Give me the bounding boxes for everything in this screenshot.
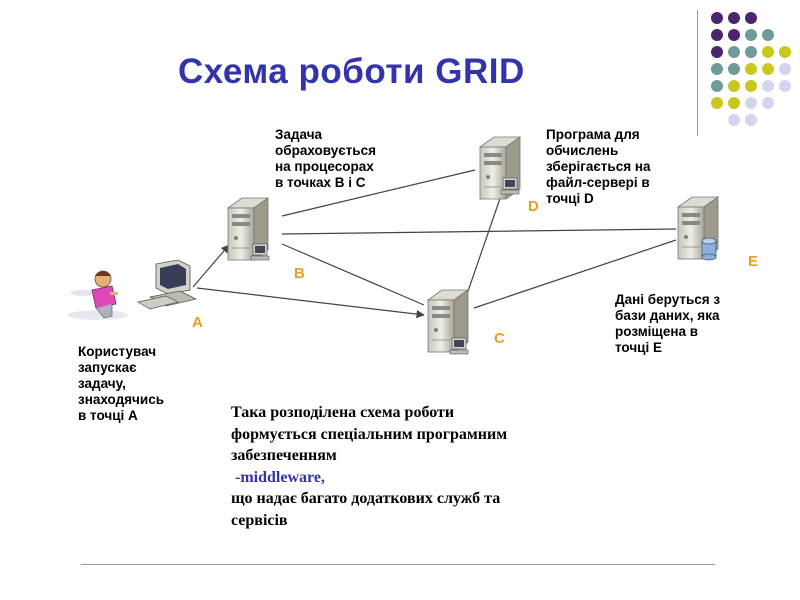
desktop-computer-icon-b (250, 243, 270, 261)
desktop-computer-icon-c (449, 337, 469, 355)
database-icon (701, 237, 717, 261)
edge-a-c (196, 287, 425, 319)
server-icon-d (479, 136, 521, 200)
edge-a-b (192, 244, 230, 288)
point-label-b: B (294, 265, 305, 282)
user-person-icon (68, 270, 128, 320)
description-line-1: Така розподілена схема роботи (231, 404, 455, 421)
decorative-horizontal-rule (81, 564, 715, 565)
decorative-dot-grid (711, 12, 791, 126)
program-annotation: Програма для обчислень зберігається на ф… (546, 127, 651, 206)
slide-title: Схема роботи GRID (178, 52, 525, 91)
decorative-vertical-rule (697, 10, 698, 136)
point-label-e: E (748, 253, 759, 270)
point-label-a: A (192, 314, 203, 331)
point-label-d: D (528, 198, 539, 215)
task-annotation: Задача обраховується на процесорах в точ… (275, 127, 376, 190)
edge-c-d (465, 183, 506, 298)
user-annotation: Користувач запускає задачу, знаходячись … (78, 344, 165, 423)
edge-b-c (281, 243, 425, 306)
edge-c-e (473, 239, 677, 309)
edge-b-d (281, 169, 476, 217)
desktop-computer-icon-d (500, 177, 520, 195)
description-line-6: сервісів (231, 511, 288, 529)
data-annotation: Дані беруться з бази даних, яка розміщен… (615, 292, 721, 355)
description-line-5: що надає багато додаткових служб та (231, 490, 501, 507)
middleware-term: -middleware, (231, 468, 325, 486)
description-line-2: формується спеціальним програмним (231, 425, 508, 443)
edge-b-e (281, 228, 677, 235)
desktop-computer-icon-a (137, 259, 198, 310)
point-label-c: C (494, 330, 505, 347)
middleware-description: Така розподілена схема роботи формується… (231, 402, 611, 531)
description-line-3: забезпеченням (231, 447, 337, 464)
